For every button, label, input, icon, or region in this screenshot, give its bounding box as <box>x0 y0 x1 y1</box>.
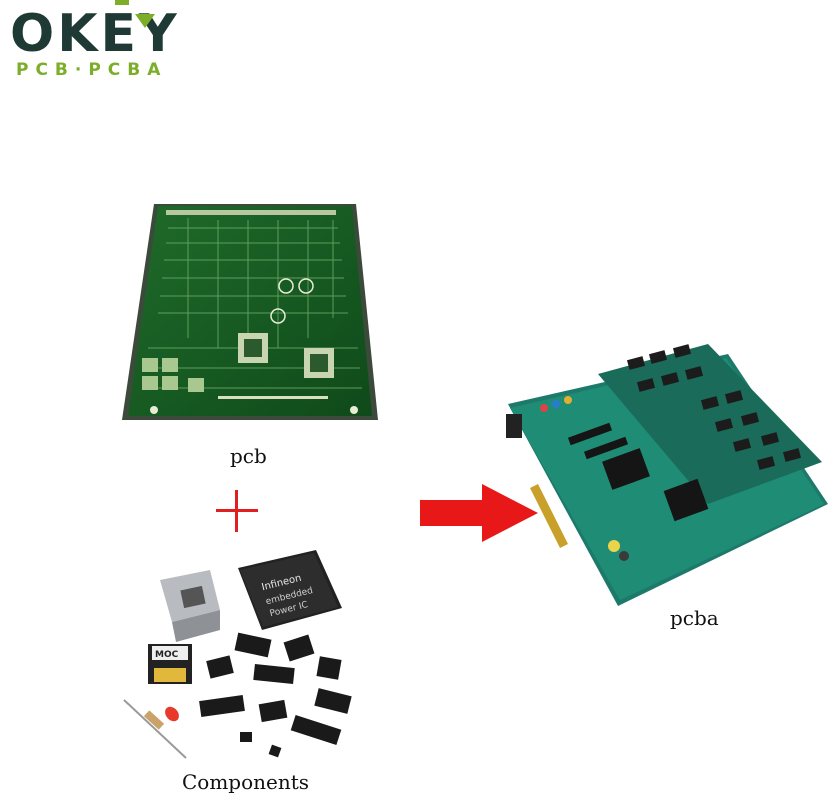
arrow-right-icon <box>420 484 538 542</box>
pcba-label: pcba <box>670 606 719 630</box>
transformer-brand-text: MOC <box>155 650 179 660</box>
components-image: Infineon embedded Power IC MOC <box>123 550 352 759</box>
logo-tagline: PCB·PCBA <box>16 60 168 80</box>
plus-icon <box>216 490 258 532</box>
assembled-pcba-image <box>506 344 828 606</box>
rj45-jack <box>160 570 220 642</box>
pcb-label: pcb <box>230 444 267 468</box>
bare-pcb-image <box>122 204 378 420</box>
components-label: Components <box>182 770 310 794</box>
